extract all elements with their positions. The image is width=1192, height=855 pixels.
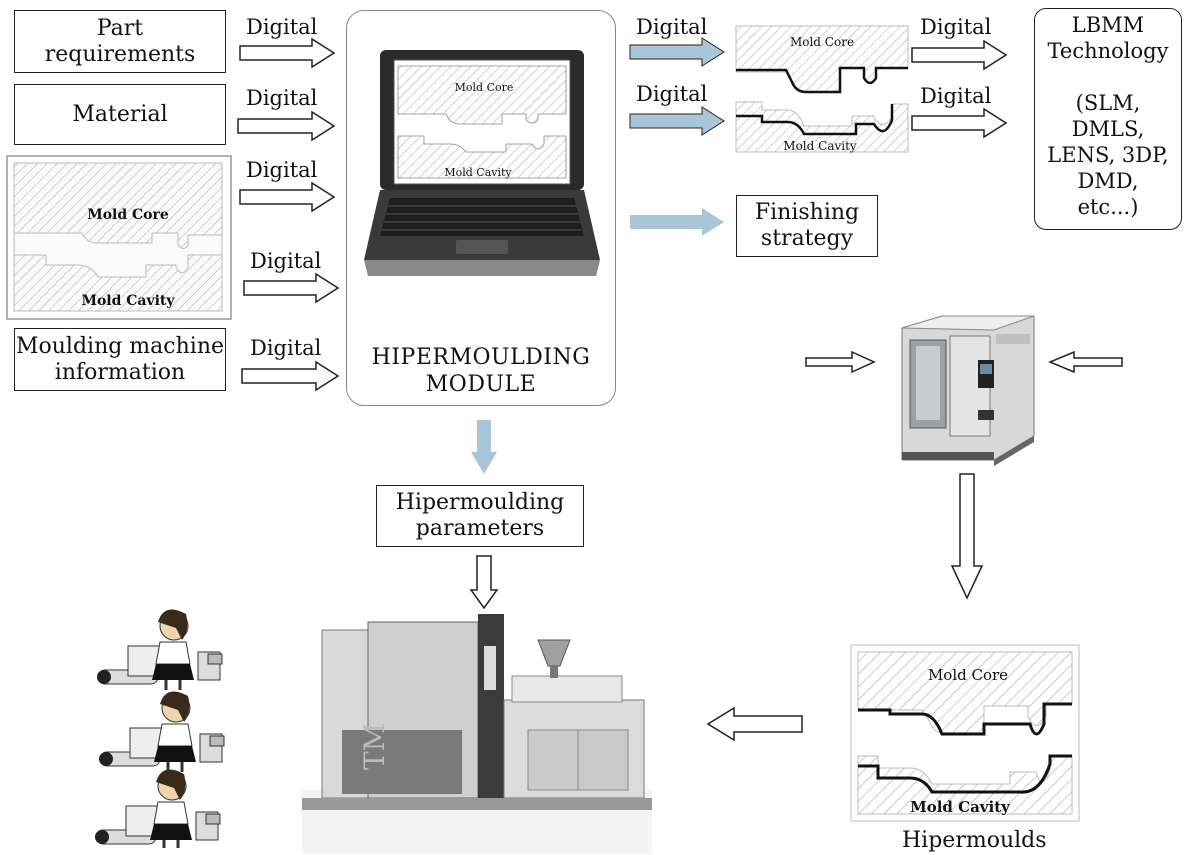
mold-cavity-label: Mold Cavity	[81, 293, 175, 309]
digital-label-2: Digital	[246, 86, 318, 110]
arrow-left-hipermoulds	[706, 706, 803, 742]
hipermoulds-caption: Hipermoulds	[902, 828, 1047, 853]
worker-figure-1	[97, 609, 223, 690]
hipermoulds-cavity-label: Mold Cavity	[910, 798, 1011, 816]
material-box: Material	[14, 84, 226, 145]
injection-moulding-machine-image: TM	[302, 614, 652, 854]
laptop-mold-cavity: Mold Cavity	[444, 166, 512, 179]
worker-figures	[95, 609, 225, 848]
hipermoulds-image: Mold Core Mold Cavity	[850, 644, 1080, 822]
laptop-image: Mold Core Mold Cavity	[364, 50, 600, 276]
hollow-arrow-2	[237, 110, 336, 142]
arrow-into-machine-left	[805, 350, 876, 374]
blue-arrow-2	[629, 106, 725, 136]
hipermoulding-parameters-box: Hipermoulding parameters	[376, 485, 584, 547]
svg-text:TM: TM	[358, 723, 391, 770]
digital-label-6: Digital	[636, 15, 708, 39]
machining-center-image	[901, 315, 1035, 466]
finishing-strategy-box: Finishing strategy	[736, 195, 878, 257]
mold-core-label: Mold Core	[87, 207, 169, 223]
hollow-arrow-3	[239, 181, 336, 213]
lbmm-technology-text: LBMM Technology (SLM, DMLS, LENS, 3DP, D…	[1047, 13, 1169, 219]
digital-label-7: Digital	[636, 82, 708, 106]
moulding-machine-info-box: Moulding machine information	[14, 328, 226, 391]
digital-label-5: Digital	[250, 336, 322, 360]
arrow-into-machine-right	[1048, 350, 1123, 374]
blue-arrow-down	[471, 420, 497, 474]
arrow-down-params	[469, 555, 499, 610]
hollow-arrow-4	[243, 272, 340, 304]
lbmm-technology-box	[1034, 8, 1182, 230]
digital-label-8: Digital	[920, 15, 992, 39]
arrow-down-machine	[950, 473, 984, 600]
output-mold-cavity: Mold Cavity	[783, 139, 857, 153]
laptop-mold-core: Mold Core	[455, 81, 514, 94]
blue-arrow-finishing	[630, 208, 724, 236]
part-requirements-box: Part requirements	[14, 10, 226, 73]
digital-label-9: Digital	[920, 84, 992, 108]
hollow-arrow-to-lbmm-1	[911, 39, 1008, 71]
hollow-arrow-5	[241, 360, 340, 392]
digital-label-3: Digital	[246, 158, 318, 182]
mold-drawing-output: Mold Core Mold Cavity	[735, 25, 909, 153]
digital-label-4: Digital	[250, 249, 322, 273]
worker-figure-2	[99, 691, 225, 772]
module-title: HIPERMOULDING MODULE	[371, 345, 591, 397]
blue-arrow-1	[629, 37, 725, 67]
digital-label-1: Digital	[246, 15, 318, 39]
hollow-arrow-to-lbmm-2	[911, 107, 1008, 139]
output-mold-core: Mold Core	[790, 35, 854, 49]
hollow-arrow-1	[239, 37, 336, 69]
mold-drawing-input: Mold Core Mold Cavity	[6, 155, 232, 320]
worker-figure-3	[95, 769, 221, 848]
hipermoulds-core-label: Mold Core	[928, 666, 1008, 684]
